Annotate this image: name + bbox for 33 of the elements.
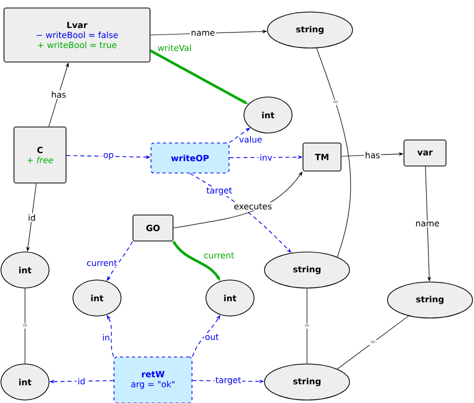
ellipse-node: string [264,252,350,288]
edge-label: has [50,90,68,99]
edge-label: id [76,376,86,386]
edge-label: name [190,30,216,37]
ellipse-node: int [0,364,50,400]
edge-label: out [204,332,220,342]
ellipse-node: int [206,280,254,316]
class-box: GO [132,214,174,242]
class-box: TM [302,142,342,172]
edge-label: current [86,259,118,268]
edge-label: executes [232,202,273,210]
ellipse-node: int [72,280,122,316]
ellipse-node: string [264,364,350,400]
ellipse-node: int [244,96,292,134]
edge-label: has [364,150,382,160]
edge-label: name [414,220,440,228]
class-box: C + free [14,126,66,184]
edge-label: op [102,152,115,161]
edge-label: value [238,135,264,144]
edge-label: id [26,213,37,222]
class-box: var [404,140,446,166]
edge-label: writeVal [156,44,193,52]
edge-label: current [202,251,236,260]
edge-label: in [101,333,111,342]
operation-box: retW arg = "ok" [114,356,192,403]
edge-label: inv [258,153,274,162]
edge-label: target [205,186,234,196]
edge-label: target [214,376,242,386]
ellipse-node: int [0,252,50,288]
ellipse-node: string [387,282,473,318]
ellipse-node: string [267,12,353,48]
operation-box: writeOP [150,142,230,174]
class-box: Lvar − writeBool = false + writeBool = true [4,8,150,62]
